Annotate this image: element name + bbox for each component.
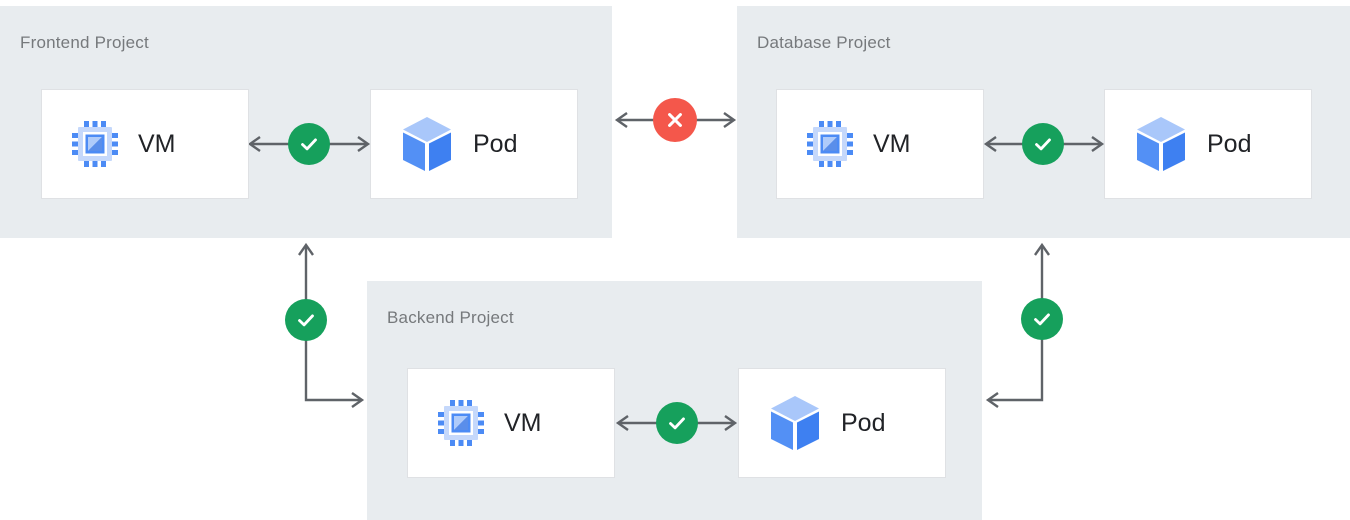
check-icon — [298, 314, 314, 327]
status-badge-backend-vm-pod — [656, 402, 698, 444]
status-badge-database-vm-pod — [1022, 123, 1064, 165]
node-label-vm: VM — [504, 408, 542, 437]
node-backend-pod: Pod — [738, 368, 946, 478]
status-badge-frontend-backend — [285, 299, 327, 341]
cross-icon — [668, 113, 682, 127]
node-frontend-pod: Pod — [370, 89, 578, 199]
node-label-pod: Pod — [473, 129, 518, 158]
status-badge-database-backend — [1021, 298, 1063, 340]
project-label-backend: Backend Project — [387, 308, 514, 327]
compute-engine-chip-icon — [807, 121, 853, 167]
status-badge-frontend-database — [653, 98, 697, 142]
check-icon — [1034, 313, 1050, 326]
node-database-vm: VM — [776, 89, 984, 199]
node-label-pod: Pod — [841, 408, 886, 437]
check-icon — [301, 138, 317, 151]
node-database-pod: Pod — [1104, 89, 1312, 199]
node-label-vm: VM — [873, 129, 911, 158]
pod-cube-icon — [1137, 117, 1185, 171]
compute-engine-chip-icon — [72, 121, 118, 167]
project-label-frontend: Frontend Project — [20, 33, 149, 52]
compute-engine-chip-icon — [438, 400, 484, 446]
check-icon — [669, 417, 685, 430]
node-frontend-vm: VM — [41, 89, 249, 199]
pod-cube-icon — [403, 117, 451, 171]
project-label-database: Database Project — [757, 33, 891, 52]
status-badge-frontend-vm-pod — [288, 123, 330, 165]
node-label-vm: VM — [138, 129, 176, 158]
node-backend-vm: VM — [407, 368, 615, 478]
pod-cube-icon — [771, 396, 819, 450]
check-icon — [1035, 138, 1051, 151]
node-label-pod: Pod — [1207, 129, 1252, 158]
